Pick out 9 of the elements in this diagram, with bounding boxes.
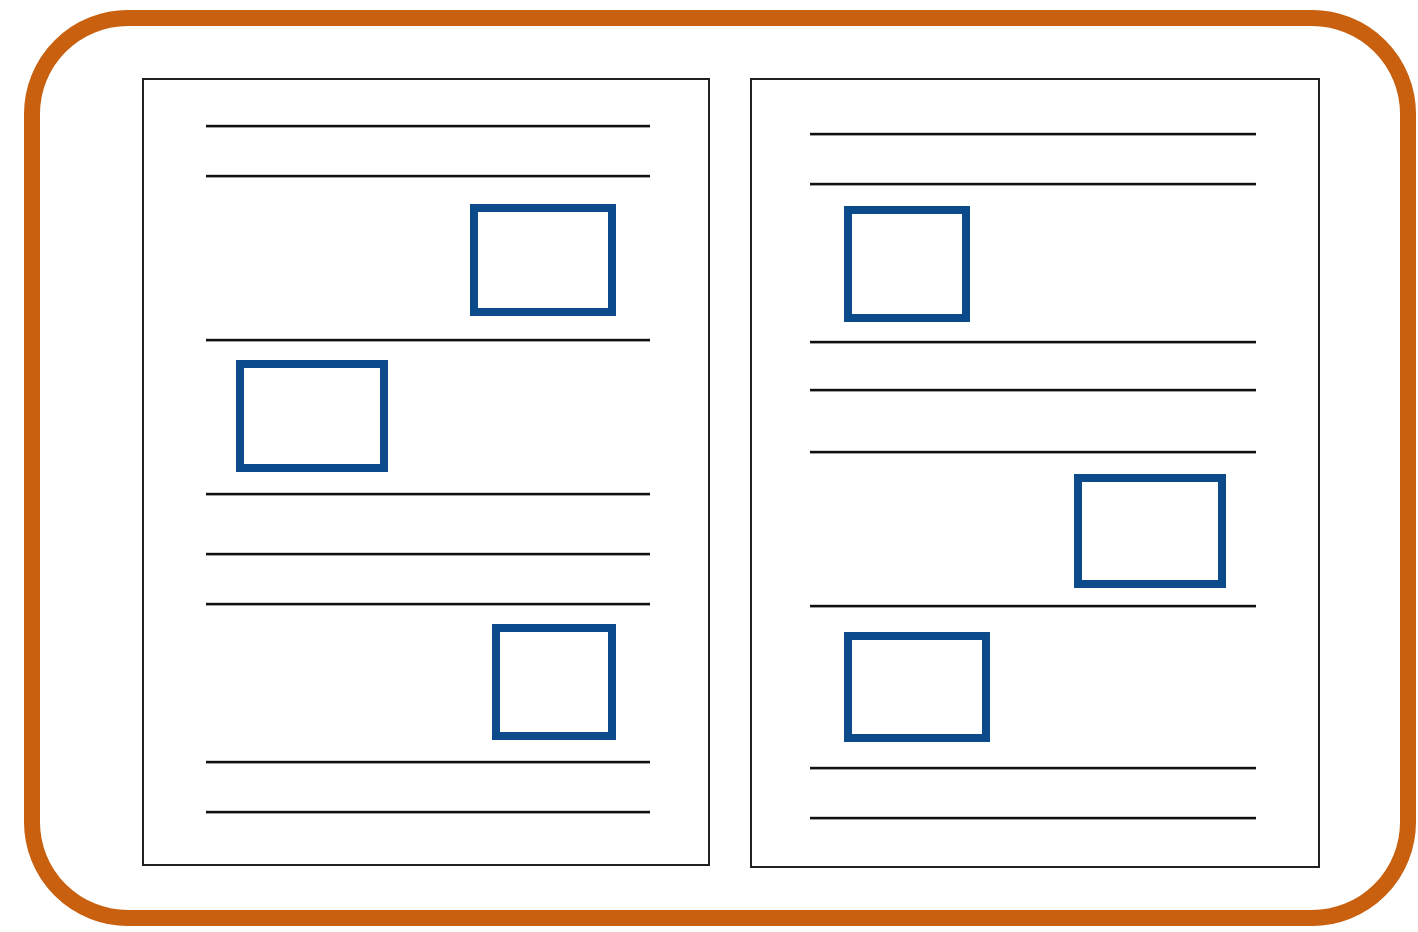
image-placeholder [843, 631, 990, 742]
image-placeholder [469, 203, 616, 316]
image-placeholder [235, 359, 388, 472]
document-page [142, 78, 710, 866]
image-placeholder [491, 623, 616, 740]
rounded-frame [24, 10, 1416, 926]
document-page [750, 78, 1320, 868]
image-placeholder [1073, 473, 1226, 588]
image-placeholder [843, 205, 970, 322]
